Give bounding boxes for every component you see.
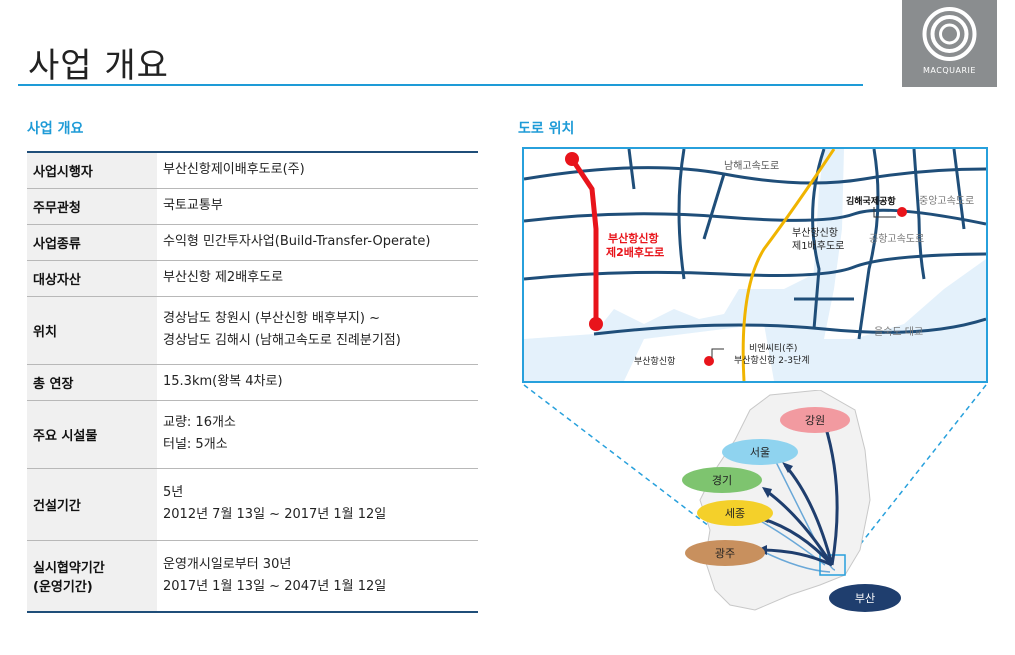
table-row: 위치 경상남도 창원시 (부산신항 배후부지) ~ 경상남도 김해시 (남해고속… [27,296,478,364]
title-underline [18,84,863,86]
road-location-section-label: 도로 위치 [518,121,575,137]
road-location-map: 남해고속도로 김해국제공항 중앙고속도로 공항고속도로 부산항신항 제1배후도로… [522,147,988,383]
row-key: 건설기간 [27,468,157,540]
first-back-road-line [741,149,836,381]
row-value-line: 경상남도 창원시 (부산신항 배후부지) ~ [163,311,380,326]
region-gyeonggi: 경기 [682,467,762,493]
row-value: 부산신항 제2배후도로 [163,270,284,285]
row-key: 실시협약기간 (운영기간) [27,540,157,612]
second-back-road-line [569,157,599,324]
jungang-expressway-label: 중앙고속도로 [919,195,974,207]
row-value-line: 운영개시일로부터 30년 [163,556,292,572]
second-road-label-line1: 부산항신항 [608,231,659,245]
region-busan: 부산 [829,584,901,612]
eulsukdo-bridge-label: 을숙도 대교 [874,326,923,338]
row-value: 경상남도 창원시 (부산신항 배후부지) ~ 경상남도 김해시 (남해고속도로 … [157,296,478,364]
region-label: 세종 [725,507,745,520]
row-key: 주무관청 [27,188,157,224]
region-sejong: 세종 [697,500,773,526]
row-value: 국토교통부 [163,198,223,213]
row-value: 5년 2012년 7월 13일 ~ 2017년 1월 12일 [157,468,478,540]
row-value-line: 2017년 1월 13일 ~ 2047년 1월 12일 [163,578,387,594]
row-value: 교량: 16개소 터널: 5개소 [157,400,478,468]
region-gangwon: 강원 [780,407,850,433]
table-row: 실시협약기간 (운영기간) 운영개시일로부터 30년 2017년 1월 13일 … [27,540,478,612]
row-key-line: (운영기간) [33,579,93,595]
second-road-label-line2: 제2배후도로 [606,245,664,259]
macquarie-logo: MACQUARIE [902,0,997,87]
airport-marker [897,207,907,217]
table-row: 사업시행자 부산신항제이배후도로(주) [27,152,478,188]
table-row: 총 연장 15.3km(왕복 4차로) [27,364,478,400]
table-row: 대상자산 부산신항 제2배후도로 [27,260,478,296]
busan-port-marker [704,356,714,366]
second-road-start-marker [565,152,579,166]
region-seoul: 서울 [722,439,798,465]
namhae-expressway-line [524,166,986,185]
region-gwangju: 광주 [685,540,765,566]
row-value: 부산신항제이배후도로(주) [163,162,305,178]
row-value: 운영개시일로부터 30년 2017년 1월 13일 ~ 2047년 1월 12일 [157,540,478,612]
row-key-line: 실시협약기간 [33,560,105,576]
table-row: 건설기간 5년 2012년 7월 13일 ~ 2017년 1월 12일 [27,468,478,540]
region-label: 광주 [715,547,735,560]
table-row: 사업종류 수익형 민간투자사업(Build-Transfer-Operate) [27,224,478,260]
first-road-label-line1: 부산항신항 [792,227,838,239]
row-key: 대상자산 [27,260,157,296]
second-road-end-marker [589,317,603,331]
region-label: 부산 [855,592,875,605]
row-value-line: 5년 [163,485,184,500]
row-value-line: 터널: 5개소 [163,437,228,452]
table-row: 주요 시설물 교량: 16개소 터널: 5개소 [27,400,478,468]
gimhae-airport-label: 김해국제공항 [846,195,896,207]
korea-map: 강원 서울 경기 세종 광주 부산 [682,390,901,612]
page-title: 사업 개요 [28,46,169,86]
airport-expressway-label: 공항고속도로 [869,233,924,245]
row-key: 주요 시설물 [27,400,157,468]
macquarie-logo-icon [922,7,977,61]
row-key: 사업종류 [27,224,157,260]
region-label: 서울 [750,446,770,459]
row-value-line: 2012년 7월 13일 ~ 2017년 1월 12일 [163,507,387,522]
row-key: 총 연장 [27,364,157,400]
busan-port-label: 부산항신항 [634,356,675,367]
overview-section-label: 사업 개요 [27,121,84,137]
row-value-line: 교량: 16개소 [163,415,236,430]
road-map-svg: 남해고속도로 김해국제공항 중앙고속도로 공항고속도로 부산항신항 제1배후도로… [524,149,986,381]
logo-text: MACQUARIE [923,66,976,75]
row-key: 위치 [27,296,157,364]
namhae-expressway-label: 남해고속도로 [724,159,779,172]
bns-city-label-line1: 비엔씨티(주) [749,343,797,354]
overview-table: 사업시행자 부산신항제이배후도로(주) 주무관청 국토교통부 사업종류 수익형 … [27,151,478,613]
row-value: 15.3km(왕복 4차로) [163,374,283,389]
row-value-line: 경상남도 김해시 (남해고속도로 진례분기점) [163,333,401,348]
bns-city-label-line2: 부산항신항 2-3단계 [734,354,810,366]
region-label: 경기 [712,474,732,487]
row-value: 수익형 민간투자사업(Build-Transfer-Operate) [163,234,431,249]
table-row: 주무관청 국토교통부 [27,188,478,224]
first-road-label-line2: 제1배후도로 [792,240,844,252]
region-label: 강원 [805,414,825,427]
row-key: 사업시행자 [27,152,157,188]
